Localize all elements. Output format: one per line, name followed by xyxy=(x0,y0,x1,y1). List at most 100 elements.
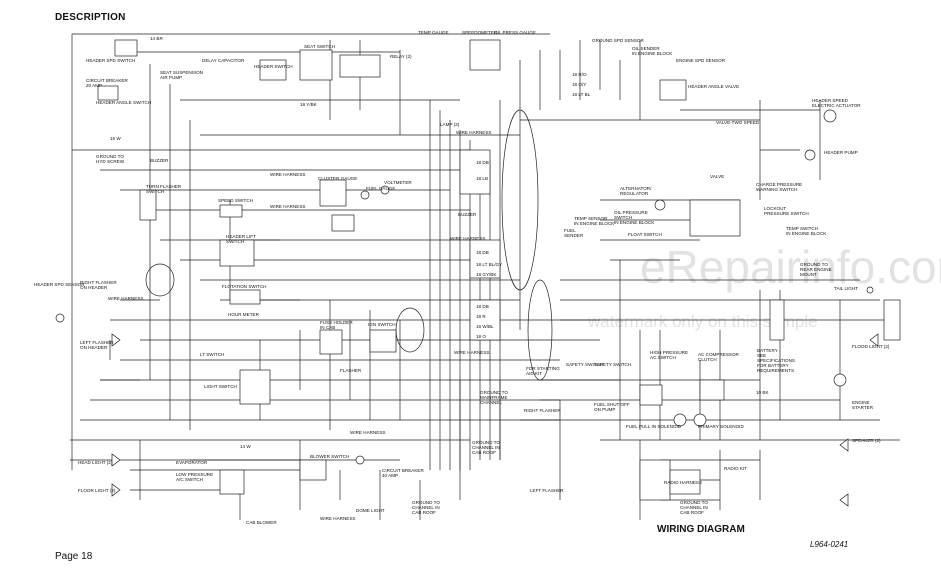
header-lift-switch-label: HEADER LIFT SWITCH xyxy=(226,234,256,244)
header-spd-switch-label: HEADER SPD SWITCH xyxy=(86,58,136,63)
wire-harness-label: WIRE HARNESS xyxy=(350,430,386,435)
left-flasher-label: LEFT FLASHER xyxy=(530,488,564,493)
temp-switch-label: TEMP SWITCH IN ENGINE BLOCK xyxy=(786,226,827,236)
evaporator-label: EVAPORATOR xyxy=(176,460,208,465)
wire-harness-label: WIRE HARNESS xyxy=(320,516,356,521)
ground-rear-frame-label: GROUND TO REAR ENGINE MOUNT xyxy=(800,262,832,277)
primary-solenoid-label: PRIMARY SOLENOID xyxy=(698,424,744,429)
lockout-switch-label: LOCKOUT PRESSURE SWITCH xyxy=(764,206,809,216)
wire-code: 18 DB xyxy=(476,304,489,309)
ground-cab-roof-1-label: GROUND TO CHANNEL IN CAB ROOF xyxy=(412,500,440,515)
wire-code: 18 LT BL/GY xyxy=(476,262,503,267)
high-pressure-ac-label: HIGH PRESSURE AC SWITCH xyxy=(650,350,689,360)
wire-harness-label: WIRE HARNESS xyxy=(450,236,486,241)
speedometer-label: SPEEDOMETER xyxy=(462,30,498,35)
voltmeter-label: VOLTMETER xyxy=(384,180,412,185)
buzzer-mid-label: BUZZER xyxy=(458,212,477,217)
fuel-sender-label: FUEL SENDER xyxy=(564,228,584,238)
header-switch-label: HEADER SWITCH xyxy=(254,64,293,69)
wire-code: 18 LT BL xyxy=(572,92,591,97)
component-symbols xyxy=(55,39,901,507)
circuit-breaker-40-label: CIRCUIT BREAKER 40 AMP xyxy=(382,468,424,478)
turn-flasher-switch-label: TURN FLASHER SWITCH xyxy=(146,184,182,194)
fuse-holder-label: FUSE HOLDER IN CAB xyxy=(320,320,353,330)
speed-switch-label: SPEED SWITCH xyxy=(218,198,253,203)
float-switch-label: FLOAT SWITCH xyxy=(628,232,662,237)
oil-press-gauge-label: OIL PRESS GAUGE xyxy=(494,30,536,35)
wire-code: 10 BK xyxy=(756,390,769,395)
floor-light-label: FLOOR LIGHT (2) xyxy=(78,488,116,493)
tail-light-label: TAIL LIGHT xyxy=(834,286,858,291)
lamp-label: LAMP (2) xyxy=(440,122,460,127)
wire-code: 18 DB xyxy=(476,160,489,165)
temp-gauge-label: TEMP GAUGE xyxy=(418,30,449,35)
fuel-gauge-label: FUEL GAUGE xyxy=(366,186,396,191)
flood-light-r-label: FLOOD LIGHT (2) xyxy=(852,344,890,349)
seat-switch-label: SEAT SWITCH xyxy=(304,44,335,49)
right-flasher-header-label: RIGHT FLASHER ON HEADER xyxy=(80,280,117,290)
wire-code: 18 GY/BK xyxy=(476,272,497,277)
valve-block-label: VALVE xyxy=(710,174,725,179)
fuel-pull-solenoid-label: FUEL PULL IN SOLENOID xyxy=(626,424,682,429)
wire-code: 14 W xyxy=(240,444,251,449)
battery-label: BATTERY SEE SPECIFICATIONS FOR BATTERY R… xyxy=(757,348,795,373)
radio-harness-label: RADIO HARNESS xyxy=(664,480,703,485)
wire-code: 18 Y/BK xyxy=(300,102,317,107)
charge-pressure-label: CHARGE PRESSURE WARNING SWITCH xyxy=(756,182,803,192)
low-pressure-ac-label: LOW PRESSURE A/C SWITCH xyxy=(176,472,214,482)
cab-blower-label: CAB BLOWER xyxy=(246,520,277,525)
fuel-shut-off-label: FUEL SHUT OFF ON PUMP xyxy=(594,402,630,412)
wire-harness-label: WIRE HARNESS xyxy=(108,296,144,301)
wire-code: 18 O/Y xyxy=(572,82,587,87)
alternator-label: ALTERNATOR/ REGULATOR xyxy=(620,186,652,196)
buzzer-left-label: BUZZER xyxy=(150,158,169,163)
wire-code: 18 O xyxy=(476,334,486,339)
safety-switch-1-label: SAFETY SWITCH xyxy=(566,362,604,367)
left-flasher-header-label: LEFT FLASHER ON HEADER xyxy=(80,340,114,350)
wire-code: 18 LB xyxy=(476,176,489,181)
ign-switch-label: IGN SWITCH xyxy=(368,322,396,327)
header-spd-sensor-label: HEADER SPD SENSOR xyxy=(34,282,85,287)
flasher-label: FLASHER xyxy=(340,368,362,373)
radio-ground-label: GROUND TO CHANNEL IN CAB ROOF xyxy=(680,500,708,515)
flotation-switch-label: FLOTATION SWITCH xyxy=(222,284,267,289)
diagram-code: L964-0241 xyxy=(810,540,849,549)
speaker-label: SPEAKER (2) xyxy=(852,438,881,443)
head-light-label: HEAD LIGHT (2) xyxy=(78,460,113,465)
safety-switch-2-label: SAFETY SWITCH xyxy=(594,362,632,367)
delay-capacitor-label: DELAY CAPACITOR xyxy=(202,58,245,63)
wire-code: 18 R/O xyxy=(572,72,587,77)
hour-meter-label: HOUR METER xyxy=(228,312,259,317)
circuit-breaker-20-label: CIRCUIT BREAKER 20 AMP xyxy=(86,78,128,88)
wire-code: 14 BR xyxy=(150,36,163,41)
wire-code: 18 R xyxy=(476,314,486,319)
dome-light-label: DOME LIGHT xyxy=(356,508,385,513)
ground-main-frame-label: GROUND TO MAINFRAME CHANNEL xyxy=(480,390,508,405)
wire-code: 18 W/BL xyxy=(476,324,494,329)
wire-harness-label: WIRE HARNESS xyxy=(456,130,492,135)
header-speed-actuator-label: HEADER SPEED ELECTRIC ACTUATOR xyxy=(812,98,861,108)
right-flasher-label: RIGHT FLASHER xyxy=(524,408,561,413)
header-angle-switch-label: HEADER ANGLE SWITCH xyxy=(96,100,152,105)
oil-sender-label: OIL SENDER IN ENGINE BLOCK xyxy=(632,46,673,56)
ground-cab-roof-2-label: GROUND TO CHANNEL IN CAB ROOF xyxy=(472,440,500,455)
oil-pressure-switch-label: OIL PRESSURE SWITCH IN ENGINE BLOCK xyxy=(614,210,655,225)
engine-starter-label: ENGINE STARTER xyxy=(852,400,874,410)
seat-suspension-label: SEAT SUSPENSION AIR PUMP xyxy=(160,70,203,80)
wire-code: 18 DB xyxy=(476,250,489,255)
blower-switch-label: BLOWER SWITCH xyxy=(310,454,350,459)
light-switch-label: LIGHT SWITCH xyxy=(204,384,237,389)
wire-harness-label: WIRE HARNESS xyxy=(270,204,306,209)
wire-code: 16 W xyxy=(110,136,121,141)
ground-spd-sensor-label: GROUND SPD SENSOR xyxy=(592,38,644,43)
ac-compressor-label: AC COMPRESSOR CLUTCH xyxy=(698,352,739,362)
cluster-gauge-label: CLUSTER GAUGE xyxy=(318,176,358,181)
lt-switch-label: LT SWITCH xyxy=(200,352,225,357)
for-starting-aid-label: FOR STARTING AID KIT xyxy=(526,366,560,376)
radio-kit-label: RADIO KIT xyxy=(724,466,747,471)
ground-hyd-screw-label: GROUND TO HYD SCREW xyxy=(96,154,125,164)
diagram-title: WIRING DIAGRAM xyxy=(657,524,745,535)
wire-harness-label: WIRE HARNESS xyxy=(454,350,490,355)
